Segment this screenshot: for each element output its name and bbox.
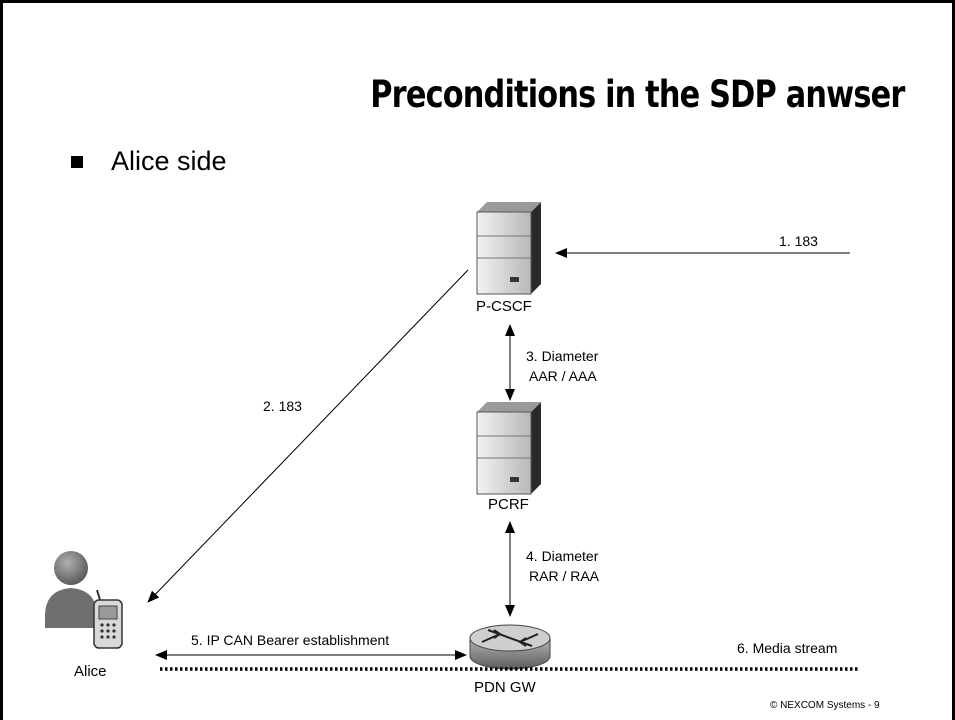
bullet-square-icon xyxy=(71,155,83,168)
msg-3-label-line1: 3. Diameter xyxy=(526,348,599,364)
msg-3-label-line2: AAR / AAA xyxy=(529,368,597,384)
router-icon xyxy=(469,624,551,670)
pdngw-label: PDN GW xyxy=(474,679,536,696)
alice-label: Alice xyxy=(74,663,107,680)
msg-4-label-line2: RAR / RAA xyxy=(529,568,600,584)
pcrf-server-icon xyxy=(476,402,541,495)
msg-1-label: 1. 183 xyxy=(779,233,818,249)
bullet-text: Alice side xyxy=(111,146,227,176)
pcrf-label: PCRF xyxy=(488,496,529,513)
slide-title: Preconditions in the SDP anwser xyxy=(369,73,905,116)
arrow-msg-2 xyxy=(147,269,469,603)
phone-icon xyxy=(93,589,123,649)
msg-4-label-line1: 4. Diameter xyxy=(526,548,599,564)
msg-6-label: 6. Media stream xyxy=(737,640,838,656)
msg-5-label: 5. IP CAN Bearer establishment xyxy=(191,632,390,648)
pcscf-server-icon xyxy=(476,202,541,295)
footer-copyright: © NEXCOM Systems - 9 xyxy=(770,700,880,711)
msg-2-label: 2. 183 xyxy=(263,398,302,414)
bullet-item: Alice side xyxy=(71,146,227,177)
pcscf-label: P-CSCF xyxy=(476,298,532,315)
alice-user-icon xyxy=(45,551,97,628)
